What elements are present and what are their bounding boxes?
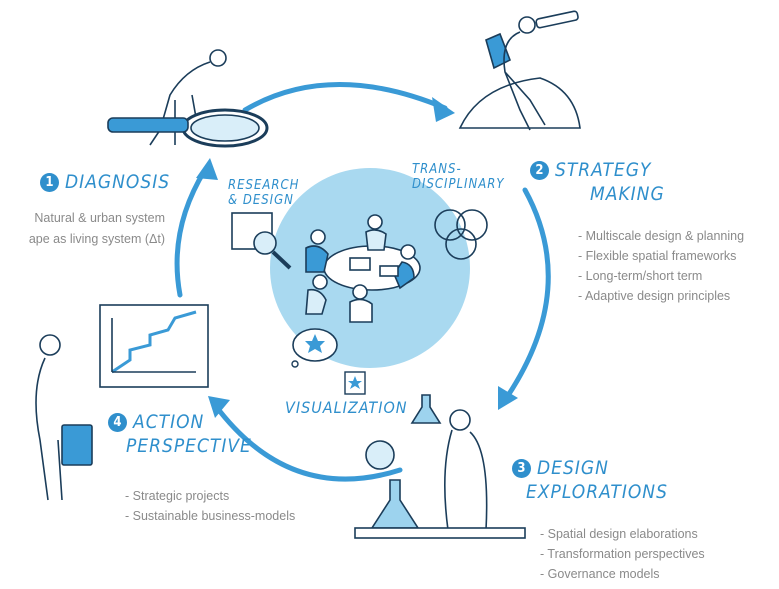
person-body	[365, 229, 387, 251]
arrow-3-to-4	[212, 402, 403, 482]
person-body	[444, 429, 488, 531]
bullet-item: Adaptive design principles	[578, 286, 744, 306]
binoculars-icon	[535, 10, 579, 29]
label-line: RESEARCH	[228, 178, 300, 193]
step-1-notes: Natural & urban system ape as living sys…	[0, 208, 165, 250]
step-title-text: DESIGN	[537, 457, 609, 479]
rock	[458, 77, 581, 129]
step-3-title: 3 DESIGN EXPLORATIONS	[512, 456, 668, 504]
label-line: VISUALIZATION	[285, 398, 408, 417]
person-head	[39, 334, 61, 356]
person-head	[352, 284, 368, 300]
action-illustration	[35, 334, 93, 501]
label-line: & DESIGN	[228, 193, 294, 208]
venn-icon	[434, 209, 488, 260]
diagnosis-illustration	[107, 49, 269, 148]
bullet-item: Strategic projects	[125, 486, 295, 506]
step-4-title: 4 ACTION PERSPECTIVE	[108, 410, 252, 458]
person-head	[310, 229, 326, 245]
person-head	[312, 274, 328, 290]
note-line: Natural & urban system	[34, 211, 165, 225]
step-2-bullets: Multiscale design & planning Flexible sp…	[578, 226, 744, 306]
person-body	[35, 357, 63, 501]
design-illustration	[354, 394, 526, 539]
bullet-item: Transformation perspectives	[540, 544, 704, 564]
arrow-2-to-3	[502, 187, 551, 403]
research-design-label: RESEARCH & DESIGN	[228, 178, 299, 208]
step-1-title: 1 DIAGNOSIS	[40, 170, 170, 194]
bullet-item: Sustainable business-models	[125, 506, 296, 526]
person-head	[209, 49, 227, 67]
step-title-text: ACTION	[133, 411, 205, 433]
step-4-bullets: Strategic projects Sustainable business-…	[125, 486, 296, 526]
arrow-head-4	[208, 396, 230, 418]
bullet-item: Multiscale design & planning	[578, 226, 744, 246]
meeting-table-illustration	[305, 214, 421, 323]
step-title-text: MAKING	[590, 183, 665, 205]
star-icon	[291, 328, 366, 395]
strategy-illustration	[458, 10, 581, 131]
person-head	[367, 214, 383, 230]
step-title-text: EXPLORATIONS	[526, 481, 668, 503]
cycle-arrows	[174, 82, 551, 482]
person-body	[305, 288, 327, 315]
research-doc-icon	[231, 212, 292, 270]
backpack	[485, 32, 512, 70]
person-body	[393, 261, 415, 290]
magnifier-icon	[107, 108, 269, 148]
person-head	[449, 409, 471, 431]
paper-on-table	[379, 265, 399, 277]
step-badge: 2	[530, 161, 549, 180]
person-body	[305, 245, 329, 273]
note-line: ape as living system (Δt)	[28, 232, 165, 246]
step-3-bullets: Spatial design elaborations Transformati…	[540, 524, 705, 584]
arrow-1-to-2	[242, 82, 448, 113]
label-line: DISCIPLINARY	[412, 177, 505, 192]
step-title-text: DIAGNOSIS	[65, 171, 171, 193]
person-body	[349, 298, 373, 323]
person-body	[503, 31, 546, 131]
bullet-item: Long-term/short term	[578, 266, 744, 286]
bullet-item: Governance models	[540, 564, 705, 584]
step-badge: 3	[512, 459, 531, 478]
arrow-heads	[196, 97, 518, 418]
person-head	[518, 16, 536, 34]
arrow-4-to-1	[174, 167, 208, 298]
flask-icon	[365, 394, 442, 529]
label-line: TRANS-	[412, 162, 462, 177]
step-title-text: STRATEGY	[555, 159, 652, 181]
step-title-text: PERSPECTIVE	[126, 435, 252, 457]
arrow-head-1	[196, 158, 218, 180]
paper-on-table	[349, 257, 371, 271]
chart-icon	[99, 304, 209, 388]
arrow-head-3	[498, 386, 518, 410]
step-2-title: 2 STRATEGY MAKING	[530, 158, 665, 206]
step-badge: 1	[40, 173, 59, 192]
bullet-item: Spatial design elaborations	[540, 524, 705, 544]
step-badge: 4	[108, 413, 127, 432]
arrow-head-2	[432, 97, 455, 122]
briefcase-icon	[61, 424, 93, 466]
person-head	[400, 244, 416, 260]
lab-bench	[354, 527, 526, 539]
bullet-item: Flexible spatial frameworks	[578, 246, 744, 266]
visualization-label: VISUALIZATION	[285, 398, 408, 417]
transdisciplinary-label: TRANS- DISCIPLINARY	[412, 162, 505, 192]
